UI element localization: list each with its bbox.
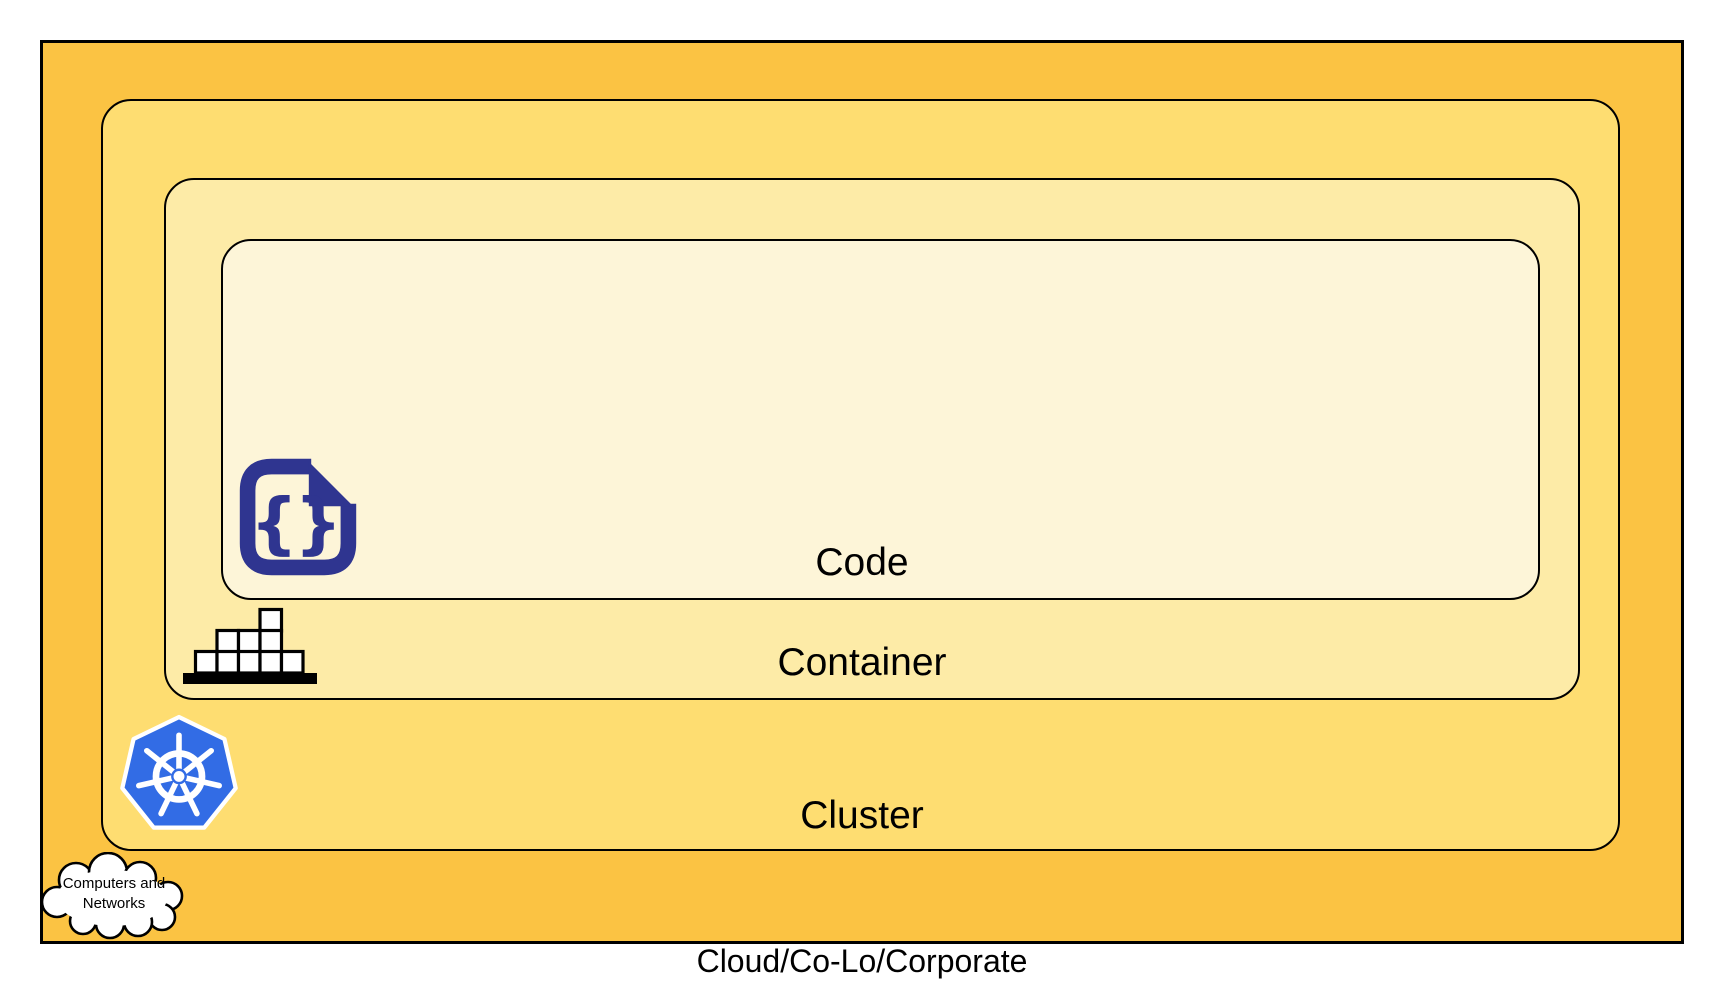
cloud-icon	[40, 851, 188, 940]
container-base-bar	[183, 673, 317, 684]
label-container: Container	[777, 641, 947, 684]
cloud-callout-line2: Networks	[82, 895, 146, 912]
label-datacenter-line1: Cloud/Co-Lo/Corporate	[696, 943, 1028, 979]
layer-code-box	[221, 239, 1540, 600]
code-file-icon: {}	[238, 457, 358, 577]
helm-hub	[171, 768, 187, 785]
code-braces-glyph: {}	[250, 484, 338, 562]
cloud-callout-label: Computers and Networks	[40, 874, 188, 914]
label-code: Code	[815, 541, 909, 584]
label-cluster: Cluster	[800, 794, 924, 837]
folded-corner	[308, 461, 354, 507]
cloud-body	[57, 870, 167, 926]
cloud-callout-line1: Computers and	[62, 875, 166, 892]
kubernetes-icon	[116, 712, 242, 836]
label-datacenter: Cloud/Co-Lo/Corporate Datacenter	[40, 869, 1684, 992]
container-stack-icon	[183, 607, 317, 685]
helm-rim	[152, 750, 206, 803]
